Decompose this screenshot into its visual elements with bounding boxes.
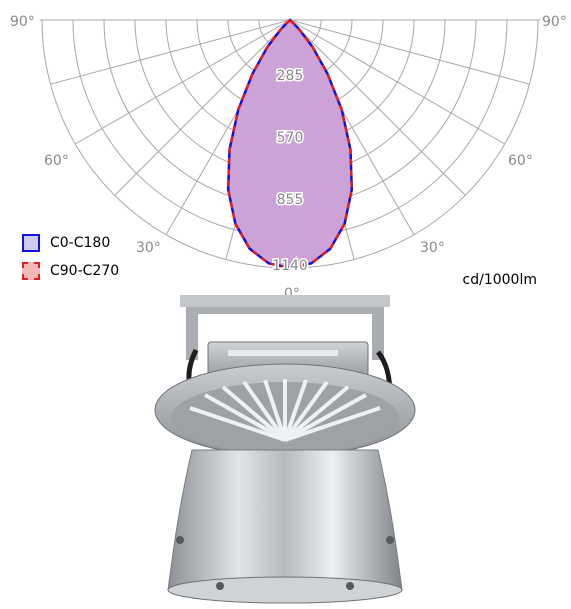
angle-label-right-60: 60° — [508, 153, 533, 169]
product-photo — [120, 290, 450, 605]
radial-tick-label: 1140 — [272, 258, 308, 274]
grid-spoke — [289, 19, 530, 85]
grid-spoke — [74, 19, 291, 145]
radial-tick-label: 285 — [277, 68, 304, 84]
grid-spoke — [114, 19, 291, 196]
grid-spoke — [289, 19, 506, 145]
legend-label-c90-c270: C90-C270 — [50, 263, 120, 279]
unit-label: cd/1000lm — [462, 272, 537, 288]
series-line-c90-c270 — [226, 18, 354, 270]
grid-spoke — [289, 19, 466, 196]
grid-spoke — [50, 19, 291, 85]
angle-label-left-60: 60° — [44, 153, 69, 169]
angle-label-left-30: 30° — [136, 240, 161, 256]
radial-tick-label: 570 — [277, 130, 304, 146]
legend-item-c0-c180: C0-C180 — [22, 233, 119, 253]
series-fill — [228, 20, 352, 268]
legend-label-c0-c180: C0-C180 — [50, 235, 111, 251]
angle-label-right-30: 30° — [420, 240, 445, 256]
radial-tick-label: 855 — [277, 192, 304, 208]
legend-swatch-c90-c270 — [22, 262, 40, 280]
angle-label-right-90: 90° — [542, 14, 567, 30]
chart-legend: C0-C180 C90-C270 — [22, 233, 119, 289]
highbay-lamp-photo-icon — [154, 295, 416, 604]
legend-item-c90-c270: C90-C270 — [22, 261, 119, 281]
legend-swatch-c0-c180 — [22, 234, 40, 252]
angle-label-left-90: 90° — [10, 14, 35, 30]
